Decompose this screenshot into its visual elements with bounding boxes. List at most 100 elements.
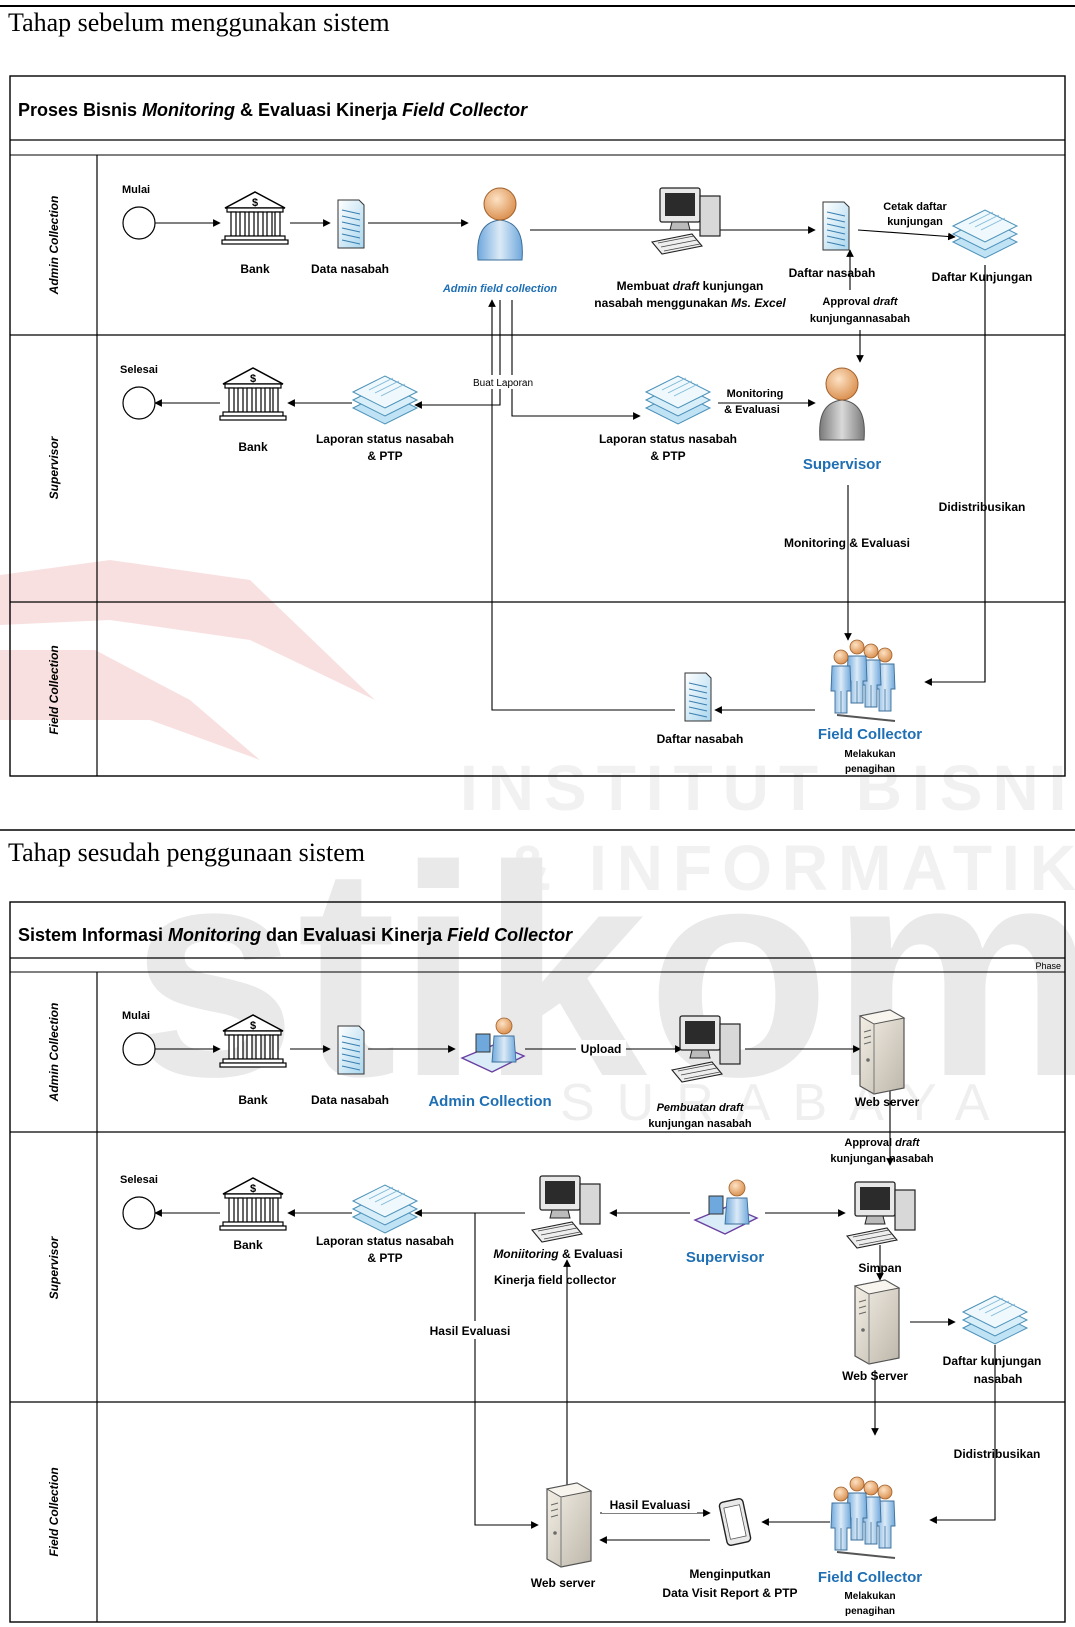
hasil-evaluasi-label-1: Hasil Evaluasi [430, 1324, 511, 1338]
document-icon [823, 202, 849, 250]
bank-icon [220, 368, 286, 420]
computer-icon [652, 188, 720, 254]
laporan2-label-1: Laporan status nasabah [599, 432, 737, 446]
lane-label-supervisor: Supervisor [47, 435, 61, 499]
end-label: Selesai [120, 364, 158, 376]
web-server-label-1: Web server [855, 1095, 920, 1109]
start-event [123, 207, 155, 239]
lane-label-admin: Admin Collection [47, 196, 61, 296]
approval2-label-1: Approval draft [844, 1137, 921, 1149]
start-label: Mulai [122, 184, 150, 196]
field-action-label-2: penagihan [845, 764, 895, 775]
excel-label-2: nasabah menggunakan Ms. Excel [594, 296, 786, 310]
laporan-label-1: Laporan status nasabah [316, 432, 454, 446]
phase-label: Phase [1035, 961, 1061, 971]
supervisor-actor-label: Supervisor [803, 456, 882, 473]
document-stack-icon [353, 376, 417, 424]
web-server-icon [855, 1280, 899, 1364]
admin-person-icon [478, 188, 523, 260]
pembuatan-label-1: Pembuatan draft [657, 1102, 745, 1114]
monitoring-label-2: & Evaluasi [724, 404, 780, 416]
hasil-evaluasi-label-2: Hasil Evaluasi [610, 1498, 691, 1512]
end-event-2 [123, 1197, 155, 1229]
approval-label-1: Approval draft [822, 296, 899, 308]
field-action2-label-2: penagihan [845, 1606, 895, 1617]
field-action2-label-1: Melakukan [844, 1591, 895, 1602]
data-nasabah-label-2: Data nasabah [311, 1093, 389, 1107]
bank-label-4: Bank [233, 1238, 263, 1252]
daftar-kunjungan-label: Daftar Kunjungan [932, 270, 1033, 284]
document-icon [685, 673, 711, 721]
lane2-label-field: Field Collection [47, 1467, 61, 1556]
diagram2-title: Sistem Informasi Monitoring dan Evaluasi… [18, 925, 573, 945]
daftar-nasabah-label: Daftar nasabah [789, 266, 876, 280]
moni-label-1: Moniitoring & Evaluasi [493, 1247, 622, 1261]
field-collector-label-2: Field Collector [818, 1569, 922, 1586]
end-event [123, 387, 155, 419]
heading-before: Tahap sebelum menggunakan sistem [8, 8, 390, 38]
bank-icon [222, 192, 288, 244]
moni-label-2: Kinerja field collector [494, 1273, 616, 1287]
upload-label: Upload [581, 1042, 622, 1056]
document-icon [338, 200, 364, 248]
field-action-label-1: Melakukan [844, 749, 895, 760]
document-stack-icon [646, 376, 710, 424]
bank-label: Bank [240, 262, 270, 276]
pembuatan-label-2: kunjungan nasabah [648, 1118, 752, 1130]
web-server-icon [547, 1483, 591, 1567]
web-server-label-2: Web Server [842, 1369, 908, 1383]
document-icon [338, 1026, 364, 1074]
field-collector-group-icon [831, 1477, 895, 1558]
document-stack-icon [963, 1296, 1027, 1344]
monitoring-label-1: Monitoring [727, 388, 784, 400]
start-label-2: Mulai [122, 1010, 150, 1022]
watermark-city: SURABAYA [560, 1074, 1012, 1132]
approval2-label-2: kunjungan nasabah [830, 1153, 934, 1165]
diagram1-title: Proses Bisnis Monitoring & Evaluasi Kine… [18, 100, 528, 120]
web-server-icon [860, 1010, 904, 1094]
excel-label-1: Membuat draft kunjungan [617, 279, 764, 293]
lane2-label-admin: Admin Collection [47, 1003, 61, 1103]
didistribusikan-label: Didistribusikan [939, 500, 1026, 514]
start-event-2 [123, 1033, 155, 1065]
web-server-label-3: Web server [531, 1576, 596, 1590]
computer-icon [532, 1176, 600, 1242]
buat-laporan-label: Buat Laporan [473, 378, 533, 389]
monitoring-eval-label: Monitoring & Evaluasi [784, 536, 910, 550]
daftar-kunjungan-label-2: nasabah [974, 1372, 1023, 1386]
laporan-label-2: & PTP [367, 449, 402, 463]
end-label-2: Selesai [120, 1174, 158, 1186]
lane2-label-supervisor: Supervisor [47, 1235, 61, 1299]
document-stack-icon [353, 1185, 417, 1233]
input-label-1: Menginputkan [689, 1567, 770, 1581]
supervisor-desk-icon [695, 1180, 757, 1234]
simpan-label: Simpan [858, 1261, 901, 1275]
supervisor-person-icon [820, 368, 865, 440]
field-collector-label: Field Collector [818, 726, 922, 743]
cetak-label-1: Cetak daftar [883, 201, 947, 213]
approval-label-2: kunjungannasabah [810, 313, 911, 325]
bank-icon [220, 1178, 286, 1230]
bank-label-2: Bank [238, 440, 268, 454]
computer-icon [847, 1182, 915, 1248]
supervisor-actor-label-2: Supervisor [686, 1249, 765, 1266]
field-collector-group-icon [831, 640, 895, 721]
diagram-before: Proses Bisnis Monitoring & Evaluasi Kine… [10, 76, 1065, 776]
admin-actor-label: Admin field collection [442, 283, 558, 295]
bank-label-3: Bank [238, 1093, 268, 1107]
input-label-2: Data Visit Report & PTP [662, 1586, 797, 1600]
laporan-label-3: Laporan status nasabah [316, 1234, 454, 1248]
tablet-icon [719, 1498, 752, 1546]
document-stack-icon [953, 210, 1017, 258]
cetak-label-2: kunjungan [887, 216, 943, 228]
admin-actor-label-2: Admin Collection [428, 1093, 551, 1110]
data-nasabah-label: Data nasabah [311, 262, 389, 276]
didistribusikan-label-2: Didistribusikan [954, 1447, 1041, 1461]
heading-after: Tahap sesudah penggunaan sistem [8, 838, 365, 868]
daftar-kunjungan-label-1: Daftar kunjungan [943, 1354, 1042, 1368]
laporan2-label-2: & PTP [650, 449, 685, 463]
lane-label-field: Field Collection [47, 645, 61, 734]
field-daftar-nasabah-label: Daftar nasabah [657, 732, 744, 746]
laporan-label-4: & PTP [367, 1251, 402, 1265]
